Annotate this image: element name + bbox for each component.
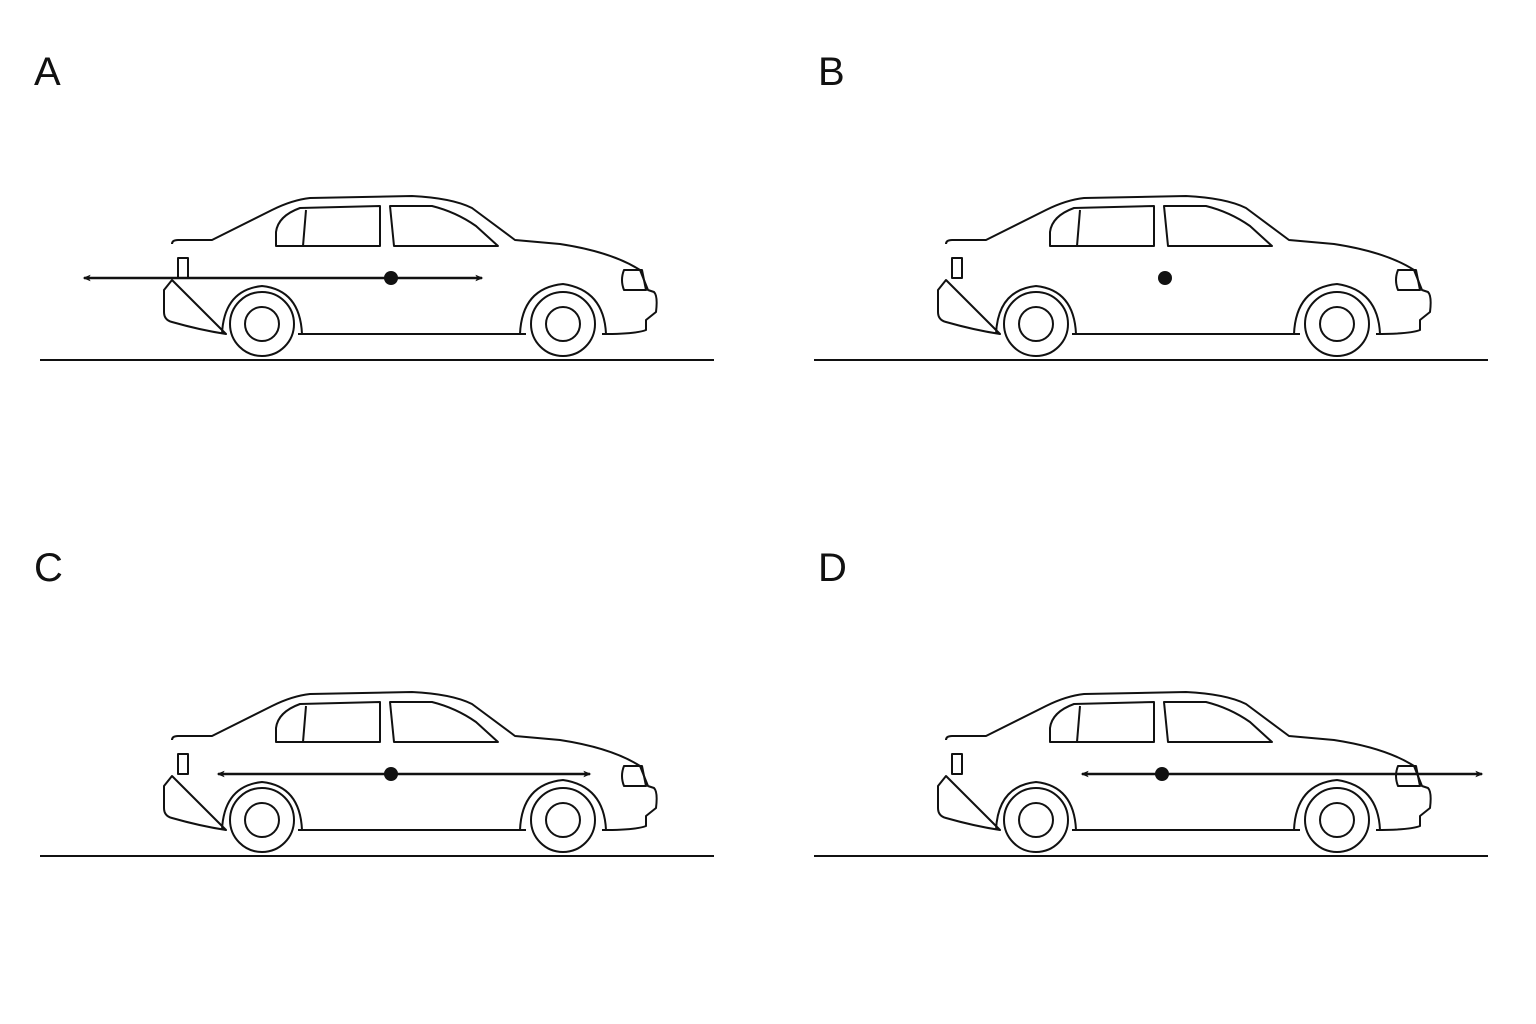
car-outline — [163, 691, 658, 831]
center-dot — [1155, 767, 1169, 781]
panel-label: A — [34, 50, 61, 94]
wheel-front — [530, 787, 596, 853]
center-dot — [384, 271, 398, 285]
wheel-rear — [1003, 291, 1069, 357]
panel-label: D — [818, 546, 847, 590]
wheel-rear — [229, 291, 295, 357]
panel-c: C — [0, 496, 768, 1008]
panel-a: A — [0, 0, 768, 512]
wheel-rear — [229, 787, 295, 853]
car-outline — [937, 195, 1432, 335]
wheel-front — [1304, 787, 1370, 853]
car-outline — [163, 195, 658, 335]
wheel-front — [530, 291, 596, 357]
wheel-rear — [1003, 787, 1069, 853]
panel-label: C — [34, 546, 63, 590]
panel-b: B — [774, 0, 1536, 512]
center-dot — [384, 767, 398, 781]
panel-label: B — [818, 50, 845, 94]
panel-d: D — [774, 496, 1536, 1008]
wheel-front — [1304, 291, 1370, 357]
center-dot — [1158, 271, 1172, 285]
car-outline — [937, 691, 1432, 831]
